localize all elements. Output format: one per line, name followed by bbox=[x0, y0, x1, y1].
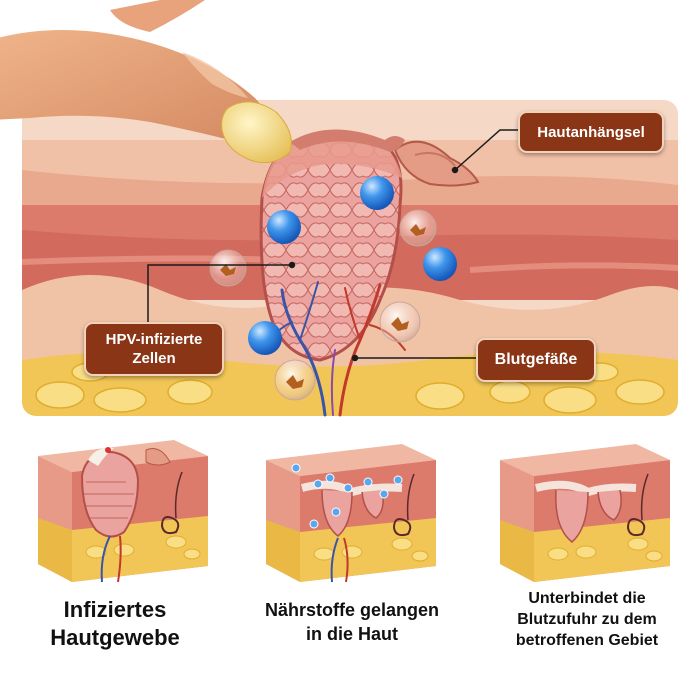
step-1-skin-block bbox=[38, 440, 208, 583]
step-3-line2: Blutzufuhr zu dem bbox=[517, 611, 657, 628]
label-hpv-line2: Zellen bbox=[132, 350, 176, 367]
step-3-line1: Unterbindet die bbox=[528, 590, 646, 607]
step-2-caption: Nährstoffe gelangen in die Haut bbox=[232, 598, 472, 646]
label-hpv-infected-cells: HPV-infizierte Zellen bbox=[84, 322, 224, 376]
step-3-caption: Unterbindet die Blutzufuhr zu dem betrof… bbox=[482, 588, 692, 651]
step-2-skin-block bbox=[266, 444, 436, 583]
step-2-line2: in die Haut bbox=[305, 624, 398, 644]
label-skin-appendage: Hautanhängsel bbox=[518, 111, 664, 153]
step-2-line1: Nährstoffe gelangen bbox=[264, 600, 440, 620]
step-1-line1: Infiziertes bbox=[63, 597, 167, 622]
step-3-line3: betroffenen Gebiet bbox=[515, 632, 659, 649]
label-blood-vessels: Blutgefäße bbox=[476, 338, 596, 382]
step-3-skin-block bbox=[500, 444, 670, 582]
step-1-line2: Hautgewebe bbox=[50, 625, 180, 650]
label-hpv-line1: HPV-infizierte bbox=[105, 331, 203, 348]
step-1-caption: Infiziertes Hautgewebe bbox=[10, 596, 220, 652]
